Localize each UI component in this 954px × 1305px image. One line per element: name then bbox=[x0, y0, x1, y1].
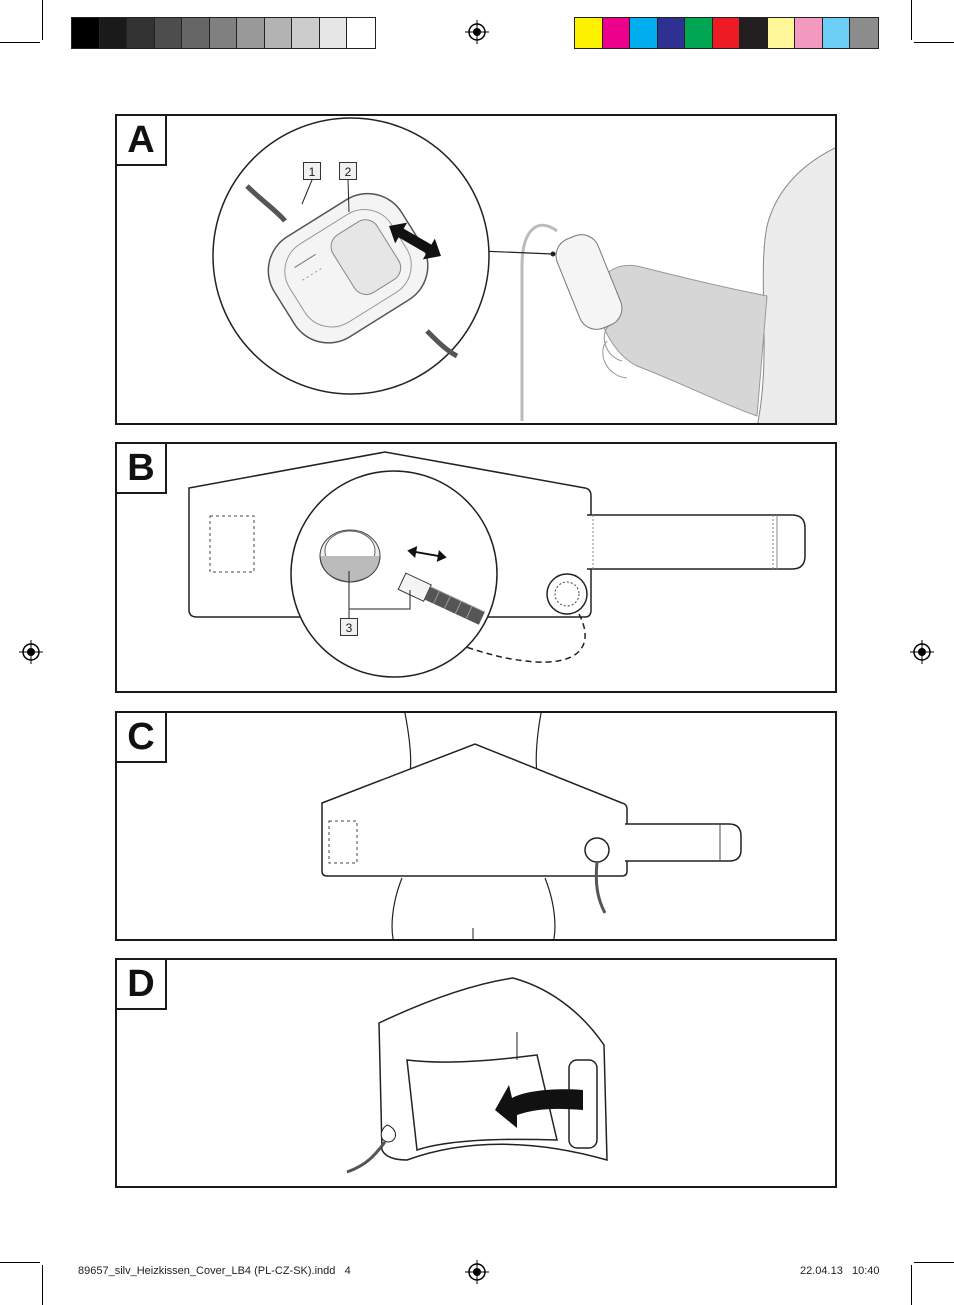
color-swatch bbox=[209, 18, 237, 48]
crop-mark bbox=[911, 0, 912, 40]
panel-letter: D bbox=[117, 960, 167, 1010]
panel-letter: C bbox=[117, 713, 167, 763]
figure-panel-a: A 1 2 bbox=[115, 114, 837, 425]
color-swatch bbox=[319, 18, 347, 48]
registration-mark-icon bbox=[465, 1260, 489, 1284]
color-swatch bbox=[72, 18, 100, 48]
crop-mark bbox=[0, 1262, 40, 1263]
color-swatch bbox=[292, 18, 320, 48]
color-swatch bbox=[630, 18, 658, 48]
color-swatch bbox=[127, 18, 155, 48]
color-swatch bbox=[99, 18, 127, 48]
figure-panel-b: B 3 bbox=[115, 442, 837, 693]
color-swatch bbox=[182, 18, 210, 48]
registration-mark-icon bbox=[465, 20, 489, 44]
crop-mark bbox=[0, 42, 40, 43]
panel-letter: A bbox=[117, 116, 167, 166]
grayscale-color-bar bbox=[71, 17, 376, 49]
crop-mark bbox=[914, 42, 954, 43]
color-swatch bbox=[740, 18, 768, 48]
figure-panel-d: D bbox=[115, 958, 837, 1188]
color-swatch bbox=[237, 18, 265, 48]
color-swatch bbox=[602, 18, 630, 48]
callout-label: 2 bbox=[339, 162, 357, 180]
color-swatch bbox=[822, 18, 850, 48]
registration-mark-icon bbox=[910, 640, 934, 664]
waist-wearing-illustration bbox=[321, 713, 742, 939]
hand-control-illustration bbox=[212, 117, 835, 423]
crop-mark bbox=[42, 0, 43, 40]
color-swatch bbox=[264, 18, 292, 48]
color-swatch bbox=[767, 18, 795, 48]
strap-fastening-illustration bbox=[346, 977, 608, 1174]
panel-letter: B bbox=[117, 444, 167, 494]
color-swatch bbox=[795, 18, 823, 48]
crop-mark bbox=[914, 1262, 954, 1263]
print-date-label: 22.04.13 10:40 bbox=[800, 1265, 880, 1277]
callout-label: 3 bbox=[340, 618, 358, 636]
color-swatch bbox=[850, 18, 878, 48]
heating-pad-connector-illustration bbox=[188, 451, 806, 678]
color-swatch bbox=[575, 18, 603, 48]
crop-mark bbox=[911, 1265, 912, 1305]
registration-mark-icon bbox=[19, 640, 43, 664]
file-name-label: 89657_silv_Heizkissen_Cover_LB4 (PL-CZ-S… bbox=[78, 1265, 351, 1277]
color-swatch bbox=[712, 18, 740, 48]
callout-label: 1 bbox=[303, 162, 321, 180]
color-swatch bbox=[347, 18, 375, 48]
crop-mark bbox=[42, 1265, 43, 1305]
figure-panel-c: C bbox=[115, 711, 837, 941]
color-swatch bbox=[657, 18, 685, 48]
process-color-bar bbox=[574, 17, 879, 49]
color-swatch bbox=[154, 18, 182, 48]
color-swatch bbox=[685, 18, 713, 48]
